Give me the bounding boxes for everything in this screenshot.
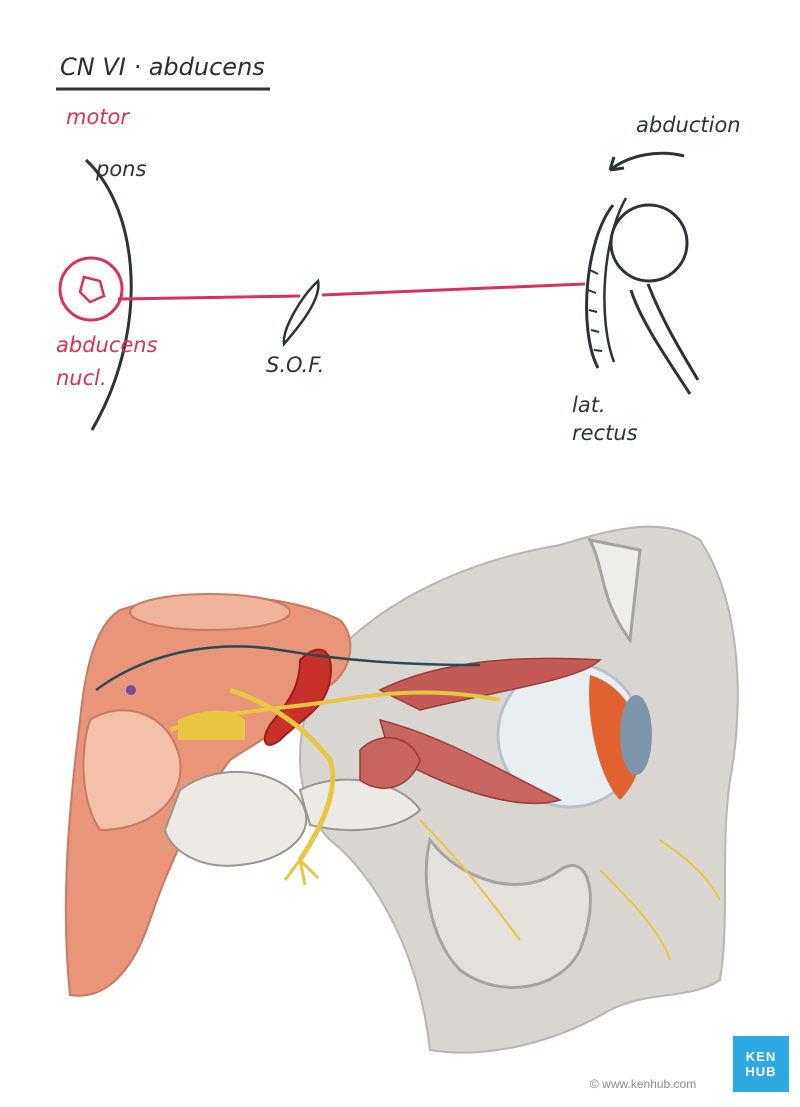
trigeminal-roots (283, 858, 320, 886)
sof-label: S.O.F. (266, 353, 324, 377)
lateral-rectus-inner (603, 197, 628, 363)
frontal-sinus (587, 537, 642, 644)
brainstem (64, 595, 352, 997)
abducens-nerve (117, 282, 586, 301)
zygomatic-nerve (659, 839, 721, 901)
abduction-label: abduction (636, 113, 741, 137)
eyeball (609, 203, 689, 283)
facial-nerve-branch (599, 869, 671, 961)
muscle-fibers (587, 269, 603, 352)
kenhub-logo[interactable]: KEN HUB (733, 1036, 789, 1092)
abducens-nerve-illustration (95, 645, 481, 692)
lateral-rectus-muscle (378, 718, 563, 804)
abducens-nucleus (58, 256, 124, 322)
pons-cut-surface (129, 593, 291, 631)
copyright-notice: © www.kenhub.com (590, 1077, 697, 1091)
trigeminal-ganglion (178, 710, 245, 740)
lateral-rectus-outer (585, 204, 615, 369)
anatomical-illustration (64, 525, 739, 1054)
muscle-label-1: lat. (572, 393, 606, 417)
nucleus-label-2: nucl. (56, 366, 107, 390)
cornea-lens (620, 695, 652, 775)
arrow-head (608, 156, 625, 172)
pons-label: pons (95, 157, 146, 181)
logo-text-2: HUB (745, 1064, 777, 1079)
sketch-title: CN VI · abducens (60, 53, 265, 81)
pons-outline (84, 158, 133, 431)
cerebellar-peduncle (82, 709, 182, 832)
superior-orbital-fissure (282, 278, 320, 347)
sketch-diagram: CN VI · abducens motor pons abducens nuc… (56, 53, 741, 445)
sketch-subtitle: motor (66, 105, 130, 129)
optic-nerve-sketch-1 (629, 289, 692, 395)
trigeminal-branch-2 (229, 687, 336, 862)
infraorbital-nerve (419, 819, 521, 941)
maxillary-sinus (424, 836, 592, 989)
nucleus-cell (78, 275, 106, 304)
nucleus-label-1: abducens (56, 333, 158, 357)
muscle-label-2: rectus (572, 421, 638, 445)
abduction-arrow (609, 151, 685, 172)
abducens-nucleus-marker (126, 685, 136, 695)
rectus-origin (359, 736, 421, 789)
petrous-bone (163, 770, 308, 867)
optic-nerve-sketch-2 (646, 283, 700, 381)
logo-text-1: KEN (745, 1049, 777, 1064)
